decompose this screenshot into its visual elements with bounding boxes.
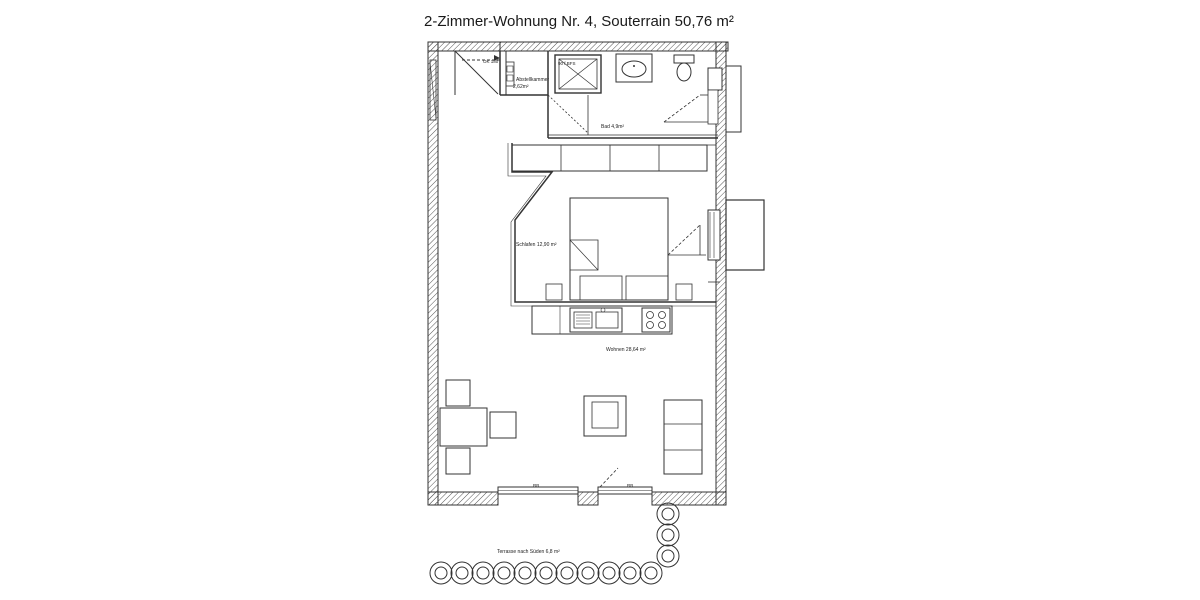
bad-label: Bad 4,9m² [601,124,624,130]
cooktop [641,307,671,333]
abstellkammer-label: Abstellkammer [516,77,549,83]
door-top-mark: OK 180 [483,59,499,64]
armchair [583,395,627,437]
toilet [673,54,695,82]
shower-mark: 90 f.BFS [558,61,576,66]
exterior-walls [427,41,729,506]
bedroom-door [667,224,706,256]
bath-door [663,94,712,123]
washbasin [615,53,653,83]
bottom-window-left [497,486,579,495]
wohnen-label: Wohnen 28,64 m² [606,347,646,353]
bath-window [707,65,742,133]
wall-bottom-mid [577,491,599,506]
kitchen-counter [531,305,673,335]
window-right-mark: RB [627,483,633,488]
wall-top-right [499,41,729,52]
wall-bottom-right [651,491,727,506]
entrance-door [429,50,500,121]
sofa [663,399,703,475]
bedroom-window [707,199,765,283]
abstellkammer-area: 2,62m² [513,84,529,90]
dining-set [439,379,517,475]
wall-bottom-left [427,491,499,506]
wall-left [427,41,439,506]
sink [569,307,623,333]
wardrobe [511,144,708,172]
terrace-label: Terrasse nach Süden 6,8 m² [497,549,560,555]
hedge [429,502,680,585]
shower [554,54,602,94]
plan-title: 2-Zimmer-Wohnung Nr. 4, Souterrain 50,76… [424,13,734,30]
terrace-door [597,467,653,495]
bedroom-walls [507,143,716,307]
bed [545,197,693,301]
internal-walls-top [499,51,718,139]
wall-top-left [427,41,501,52]
window-left-mark: RB [533,483,539,488]
schlafen-label: Schlafen 12,90 m² [516,242,557,248]
